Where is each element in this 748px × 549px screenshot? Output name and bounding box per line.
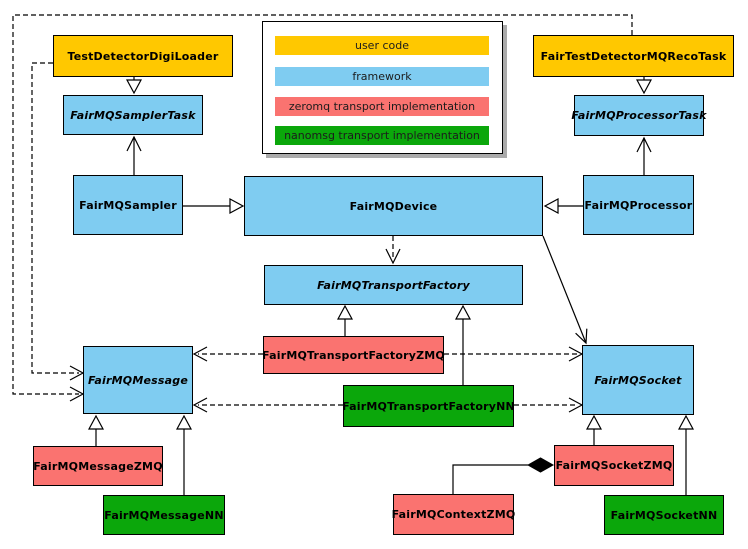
node-fairmqsocket: FairMQSocket (582, 345, 694, 415)
node-fairmqsamplertask: FairMQSamplerTask (63, 95, 203, 135)
edge-tfzmq-transportfactory (336, 304, 354, 336)
legend-item-user-code: user code (275, 36, 489, 55)
edge-recotask-processortask (635, 77, 653, 95)
node-fairmqtransportfactoryzmq: FairMQTransportFactoryZMQ (262, 336, 445, 374)
edge-tfnn-message (192, 397, 343, 413)
node-fairmqsocketnn: FairMQSocketNN (604, 495, 724, 535)
edge-tfnn-transportfactory (454, 304, 472, 385)
edge-sampler-device (183, 197, 245, 215)
legend-item-nanomsg: nanomsg transport implementation (275, 126, 489, 145)
edge-tfzmq-message (192, 346, 263, 362)
edge-tfnn-socket (514, 397, 584, 413)
node-testdetectordigiloader: TestDetectorDigiLoader (53, 35, 233, 77)
edge-processor-device (543, 197, 583, 215)
node-fairtestdetectormqrecotask: FairTestDetectorMQRecoTask (533, 35, 734, 77)
legend: user code framework zeromq transport imp… (262, 21, 503, 154)
edge-socketnn-socket (677, 414, 695, 495)
node-fairmqmessage: FairMQMessage (83, 346, 193, 414)
edge-processor-processortask (636, 136, 652, 175)
edge-device-transportfactory (385, 236, 401, 265)
edge-socketzmq-socket (585, 414, 603, 445)
node-fairmqcontextzmq: FairMQContextZMQ (392, 494, 515, 535)
node-fairmqmessagezmq: FairMQMessageZMQ (33, 446, 163, 486)
node-fairmqdevice: FairMQDevice (244, 176, 543, 236)
edge-tfzmq-socket (444, 346, 584, 362)
node-fairmqprocessortask: FairMQProcessorTask (571, 95, 706, 136)
legend-item-framework: framework (275, 67, 489, 86)
edge-sampler-samplertask (126, 135, 142, 175)
node-fairmqmessagenn: FairMQMessageNN (103, 495, 225, 535)
node-fairmqprocessor: FairMQProcessor (583, 175, 694, 235)
edge-messagenn-message (175, 414, 193, 495)
node-fairmqtransportfactorynn: FairMQTransportFactoryNN (342, 385, 515, 427)
edge-socketzmq-contextzmq (452, 457, 555, 495)
node-fairmqsampler: FairMQSampler (73, 175, 183, 235)
node-fairmqsocketzmq: FairMQSocketZMQ (554, 445, 674, 486)
node-fairmqtransportfactory: FairMQTransportFactory (264, 265, 523, 305)
edge-messagezmq-message (87, 414, 105, 446)
legend-item-zeromq: zeromq transport implementation (275, 97, 489, 116)
edge-digiloader-samplertask (125, 77, 143, 95)
edge-device-socket (542, 235, 588, 345)
